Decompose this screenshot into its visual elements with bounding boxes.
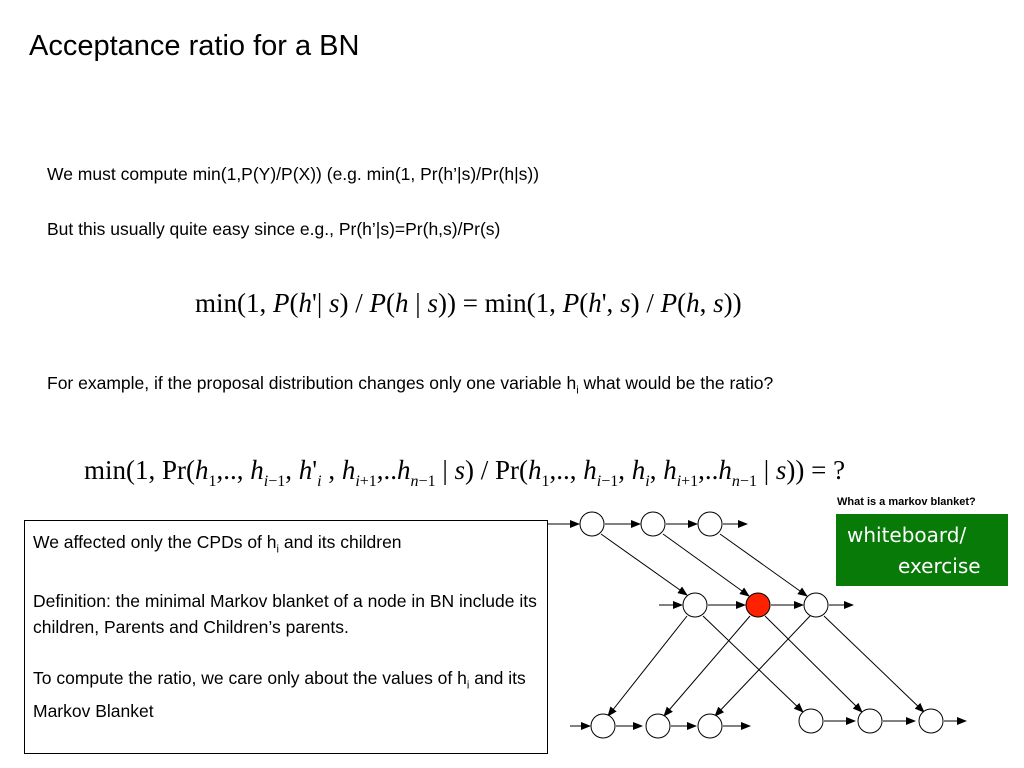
edge <box>607 615 688 717</box>
markov-blanket-box: We affected only the CPDs of hi and its … <box>24 520 548 754</box>
edge <box>714 615 811 717</box>
equation-single-variable-ratio: min(1, Pr(h1,.., hi−1, h'i , hi+1,..hn−1… <box>84 455 846 491</box>
middle-node-3 <box>803 592 829 618</box>
intro-line: We must compute min(1,P(Y)/P(X)) (e.g. m… <box>47 164 540 184</box>
highlighted-node-hi <box>745 592 771 618</box>
bottom-node-5 <box>857 708 883 734</box>
edge <box>600 533 688 596</box>
affected-cpds-text: We affected only the CPDs of hi and its … <box>33 532 402 556</box>
middle-node-1 <box>682 592 708 618</box>
whiteboard-exercise-box: whiteboard/ exercise <box>836 514 1008 586</box>
edge <box>764 615 863 713</box>
edge <box>663 615 751 717</box>
markov-blanket-question: What is a markov blanket? <box>837 496 976 508</box>
definition-text: Definition: the minimal Markov blanket o… <box>33 590 537 637</box>
compute-ratio-text: To compute the ratio, we care only about… <box>33 667 526 722</box>
example-text: For example, if the proposal distributio… <box>47 373 774 397</box>
top-node-3 <box>697 511 723 537</box>
bottom-node-6 <box>918 708 944 734</box>
equation-conditional-ratio: min(1, P(h'| s) / P(h | s)) = min(1, P(h… <box>195 288 742 318</box>
exercise-label: exercise <box>898 554 981 578</box>
edge <box>702 615 804 713</box>
edge <box>662 533 750 597</box>
edge <box>719 533 808 597</box>
top-node-1 <box>579 511 605 537</box>
whiteboard-label: whiteboard/ <box>847 523 967 547</box>
bottom-node-4 <box>798 708 824 734</box>
top-node-2 <box>640 511 666 537</box>
bottom-node-3 <box>697 713 723 739</box>
page-title: Acceptance ratio for a BN <box>29 30 360 62</box>
edge <box>823 615 925 713</box>
bottom-node-2 <box>645 713 671 739</box>
easy-line: But this usually quite easy since e.g., … <box>47 219 501 239</box>
bottom-node-1 <box>590 713 616 739</box>
